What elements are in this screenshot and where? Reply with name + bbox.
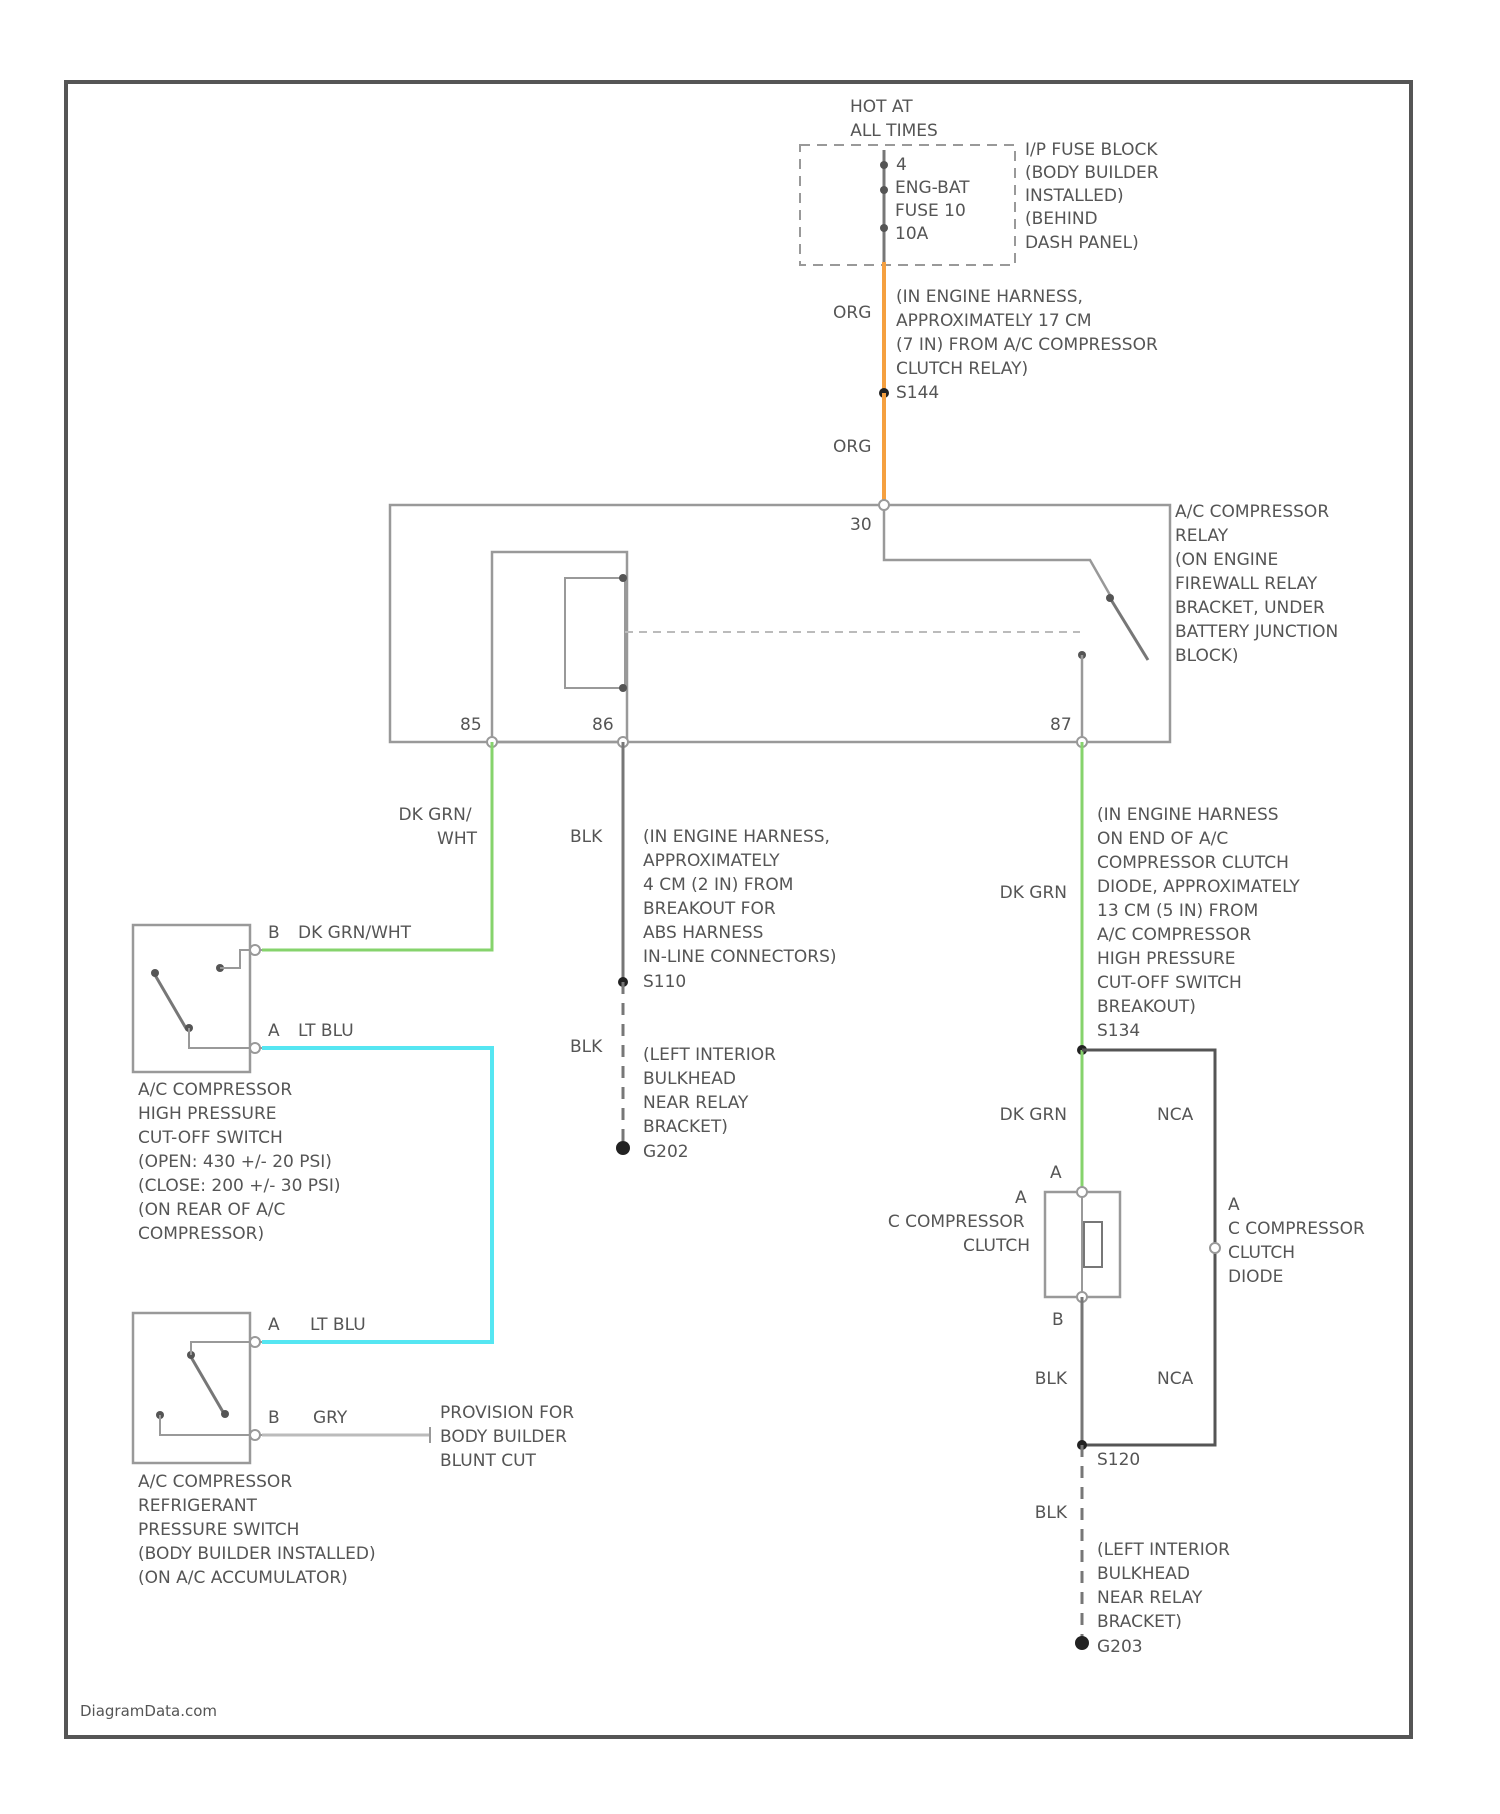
rp-wire-gry-label: GRY: [313, 1408, 348, 1428]
rp-pin-b-label: B: [268, 1408, 280, 1428]
rp-switch-blade: [191, 1357, 223, 1412]
rp-pin-a-label: A: [268, 1315, 280, 1335]
splice-s134-note: (IN ENGINE HARNESS ON END OF A/C COMPRES…: [1097, 805, 1305, 1017]
clutch-label: C COMPRESSOR CLUTCH: [888, 1212, 1030, 1256]
ground-g203-dot: [1075, 1636, 1089, 1650]
fuse-block-label: I/P FUSE BLOCK (BODY BUILDER INSTALLED) …: [1025, 140, 1164, 253]
clutch-pin-a: [1077, 1187, 1087, 1197]
hp-pin-a-label: A: [268, 1021, 280, 1041]
wire-org-lower-label: ORG: [833, 437, 871, 457]
hot-at-all-times-label: HOT AT ALL TIMES: [850, 97, 938, 141]
hp-wire-dk-grn-wht-label: DK GRN/WHT: [298, 923, 412, 943]
splice-s144-note: (IN ENGINE HARNESS, APPROXIMATELY 17 CM …: [896, 287, 1163, 379]
ground-g203-label: G203: [1097, 1637, 1143, 1657]
hp-switch-blade: [155, 975, 187, 1030]
wire-dk-grn-wht-label: DK GRN/ WHT: [399, 805, 478, 849]
wire-nca-lower: [1082, 1250, 1215, 1445]
diode-pin-a: [1210, 1243, 1220, 1253]
wire-dk-grn-right-lower-label: DK GRN: [1000, 1105, 1067, 1125]
hp-switch-contact-1: [151, 969, 159, 977]
hp-switch-box: [133, 925, 250, 1072]
wire-org-upper-label: ORG: [833, 303, 871, 323]
rp-switch-pin-a: [250, 1337, 260, 1347]
hp-switch-label: A/C COMPRESSOR HIGH PRESSURE CUT-OFF SWI…: [138, 1080, 346, 1244]
wire-blk-mid-lower-label: BLK: [570, 1037, 603, 1057]
provision-label: PROVISION FOR BODY BUILDER BLUNT CUT: [440, 1403, 579, 1471]
wire-nca-lower-label: NCA: [1157, 1369, 1194, 1389]
rp-switch-internal-b: [160, 1415, 262, 1435]
wire-nca-upper: [1082, 1050, 1215, 1250]
fuse-label: ENG-BAT FUSE 10 10A: [895, 178, 975, 244]
hp-switch-pin-a: [250, 1043, 260, 1053]
ground-g202-label: G202: [643, 1142, 689, 1162]
hp-pin-b-label: B: [268, 923, 280, 943]
diode-pin-a-label: A: [1228, 1195, 1240, 1215]
rp-switch-pin-b: [250, 1430, 260, 1440]
relay-pin-30-label: 30: [850, 515, 872, 535]
splice-s110-label: S110: [643, 972, 686, 992]
clutch-pin-b-label: B: [1052, 1310, 1064, 1330]
coil-terminal-top: [619, 574, 627, 582]
coil-terminal-bottom: [619, 684, 627, 692]
wire-blk-right-label: BLK: [1035, 1369, 1068, 1389]
relay-box: [390, 505, 1170, 742]
rp-switch-contact-3: [221, 1410, 229, 1418]
relay-pin-85-label: 85: [460, 715, 482, 735]
splice-s120-label: S120: [1097, 1450, 1140, 1470]
fuse-terminal-bottom: [880, 224, 888, 232]
relay-pin-86-label: 86: [592, 715, 614, 735]
relay-switch-path: [884, 505, 1110, 595]
fuse-pin-top-label: 4: [896, 155, 907, 175]
relay-name-label: A/C COMPRESSOR RELAY (ON ENGINE FIREWALL…: [1175, 502, 1344, 666]
rp-wire-lt-blu-label: LT BLU: [310, 1315, 366, 1335]
relay-coil: [565, 578, 625, 688]
hp-wire-lt-blu-label: LT BLU: [298, 1021, 354, 1041]
splice-s144-label: S144: [896, 383, 939, 403]
ground-g202-note: (LEFT INTERIOR BULKHEAD NEAR RELAY BRACK…: [643, 1045, 781, 1137]
rp-switch-box: [133, 1313, 250, 1463]
fuse-terminal-mid: [880, 186, 888, 194]
ground-g203-note: (LEFT INTERIOR BULKHEAD NEAR RELAY BRACK…: [1097, 1540, 1235, 1632]
clutch-pin-a-side-label: A: [1015, 1188, 1027, 1208]
wire-nca-upper-label: NCA: [1157, 1105, 1194, 1125]
rp-switch-label: A/C COMPRESSOR REFRIGERANT PRESSURE SWIT…: [138, 1472, 381, 1588]
splice-s110-note: (IN ENGINE HARNESS, APPROXIMATELY 4 CM (…: [643, 827, 837, 967]
clutch-pin-a-top-label: A: [1050, 1163, 1062, 1183]
clutch-coil: [1084, 1222, 1102, 1267]
wire-blk-mid-label: BLK: [570, 827, 603, 847]
hp-switch-pin-b: [250, 945, 260, 955]
relay-pin-30-marker: [879, 500, 889, 510]
relay-switch-blade: [1110, 598, 1148, 660]
watermark: DiagramData.com: [80, 1702, 217, 1720]
relay-coil-frame: [492, 552, 627, 742]
fuse-terminal-top: [880, 161, 888, 169]
wire-dk-grn-right-label: DK GRN: [1000, 883, 1067, 903]
ground-g202-dot: [616, 1141, 630, 1155]
diode-label: C COMPRESSOR CLUTCH DIODE: [1228, 1219, 1370, 1287]
relay-switch-pivot: [1106, 594, 1114, 602]
relay-pin-87-label: 87: [1050, 715, 1072, 735]
splice-s134-label: S134: [1097, 1021, 1140, 1041]
wire-blk-right-lower-label: BLK: [1035, 1503, 1068, 1523]
